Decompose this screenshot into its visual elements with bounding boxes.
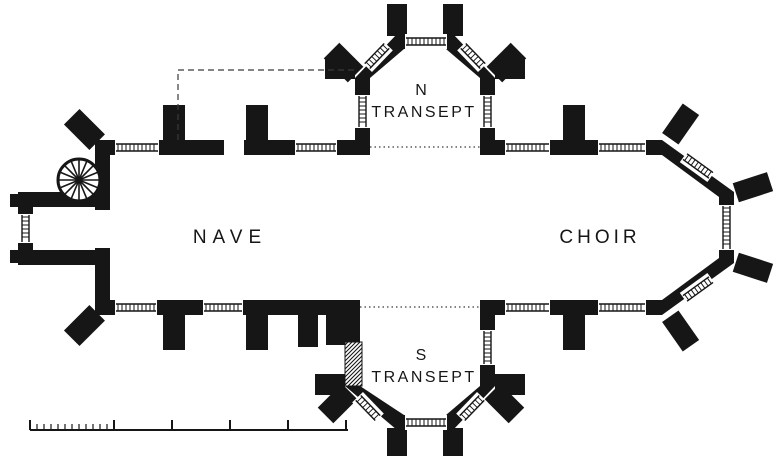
diagonal-buttress [63,108,105,150]
buttress [246,105,268,140]
window [457,39,489,73]
window [115,300,157,315]
doorway [95,210,110,248]
window [203,300,243,315]
window [679,272,717,306]
window [480,330,495,365]
window [115,140,159,155]
apse-wall [662,140,734,315]
diagonal-buttress [662,103,700,145]
window [18,214,33,243]
diagonal-buttress [732,252,774,283]
window [352,391,384,425]
tower-corner-stub [10,194,18,207]
diagonal-buttress [732,172,774,203]
buttress [298,315,318,347]
north-transept-label: TRANSEPT [371,104,476,121]
diagonal-buttress [486,42,527,83]
tower-corner-stub [10,250,18,263]
buttress [443,428,463,456]
south-transept-label: S [416,347,429,364]
buttress [563,105,585,140]
diagonal-buttress [662,310,700,352]
buttress [246,315,268,350]
window [598,300,646,315]
south-transept-end-wall [345,386,495,430]
window [355,95,370,128]
choir-label: CHOIR [559,227,640,248]
scale-bar [29,420,348,431]
window [295,140,337,155]
buttress [387,4,407,36]
window [505,300,550,315]
diagonal-buttress [63,305,105,347]
window [719,205,734,250]
window [405,415,447,430]
north-transept-end-wall [355,34,495,78]
window [456,391,488,425]
windows-and-doors [18,34,734,430]
window [598,140,646,155]
buttress [163,105,185,140]
walls [10,34,734,430]
doorway [224,140,244,155]
buttress [326,315,345,345]
window [679,149,717,183]
buttress [563,315,585,350]
west-tower-wall [18,192,110,265]
window [361,39,393,73]
diagonal-buttress [484,383,525,424]
spiral-stair-icon [56,157,102,203]
north-transept-label: N [415,82,429,99]
window [480,95,495,128]
buttresses [63,4,774,456]
rood-stair-hatch [344,341,363,387]
diagonal-buttress [317,383,358,424]
nave-label: NAVE [193,227,267,248]
buttress [387,428,407,456]
window [505,140,550,155]
south-transept-label: TRANSEPT [371,369,476,386]
buttress [163,315,185,350]
buttress [443,4,463,36]
room-labels: N TRANSEPT NAVE CHOIR S TRANSEPT [193,82,640,386]
diagonal-buttress [323,42,364,83]
construction-lines [177,69,480,308]
window [405,34,447,49]
